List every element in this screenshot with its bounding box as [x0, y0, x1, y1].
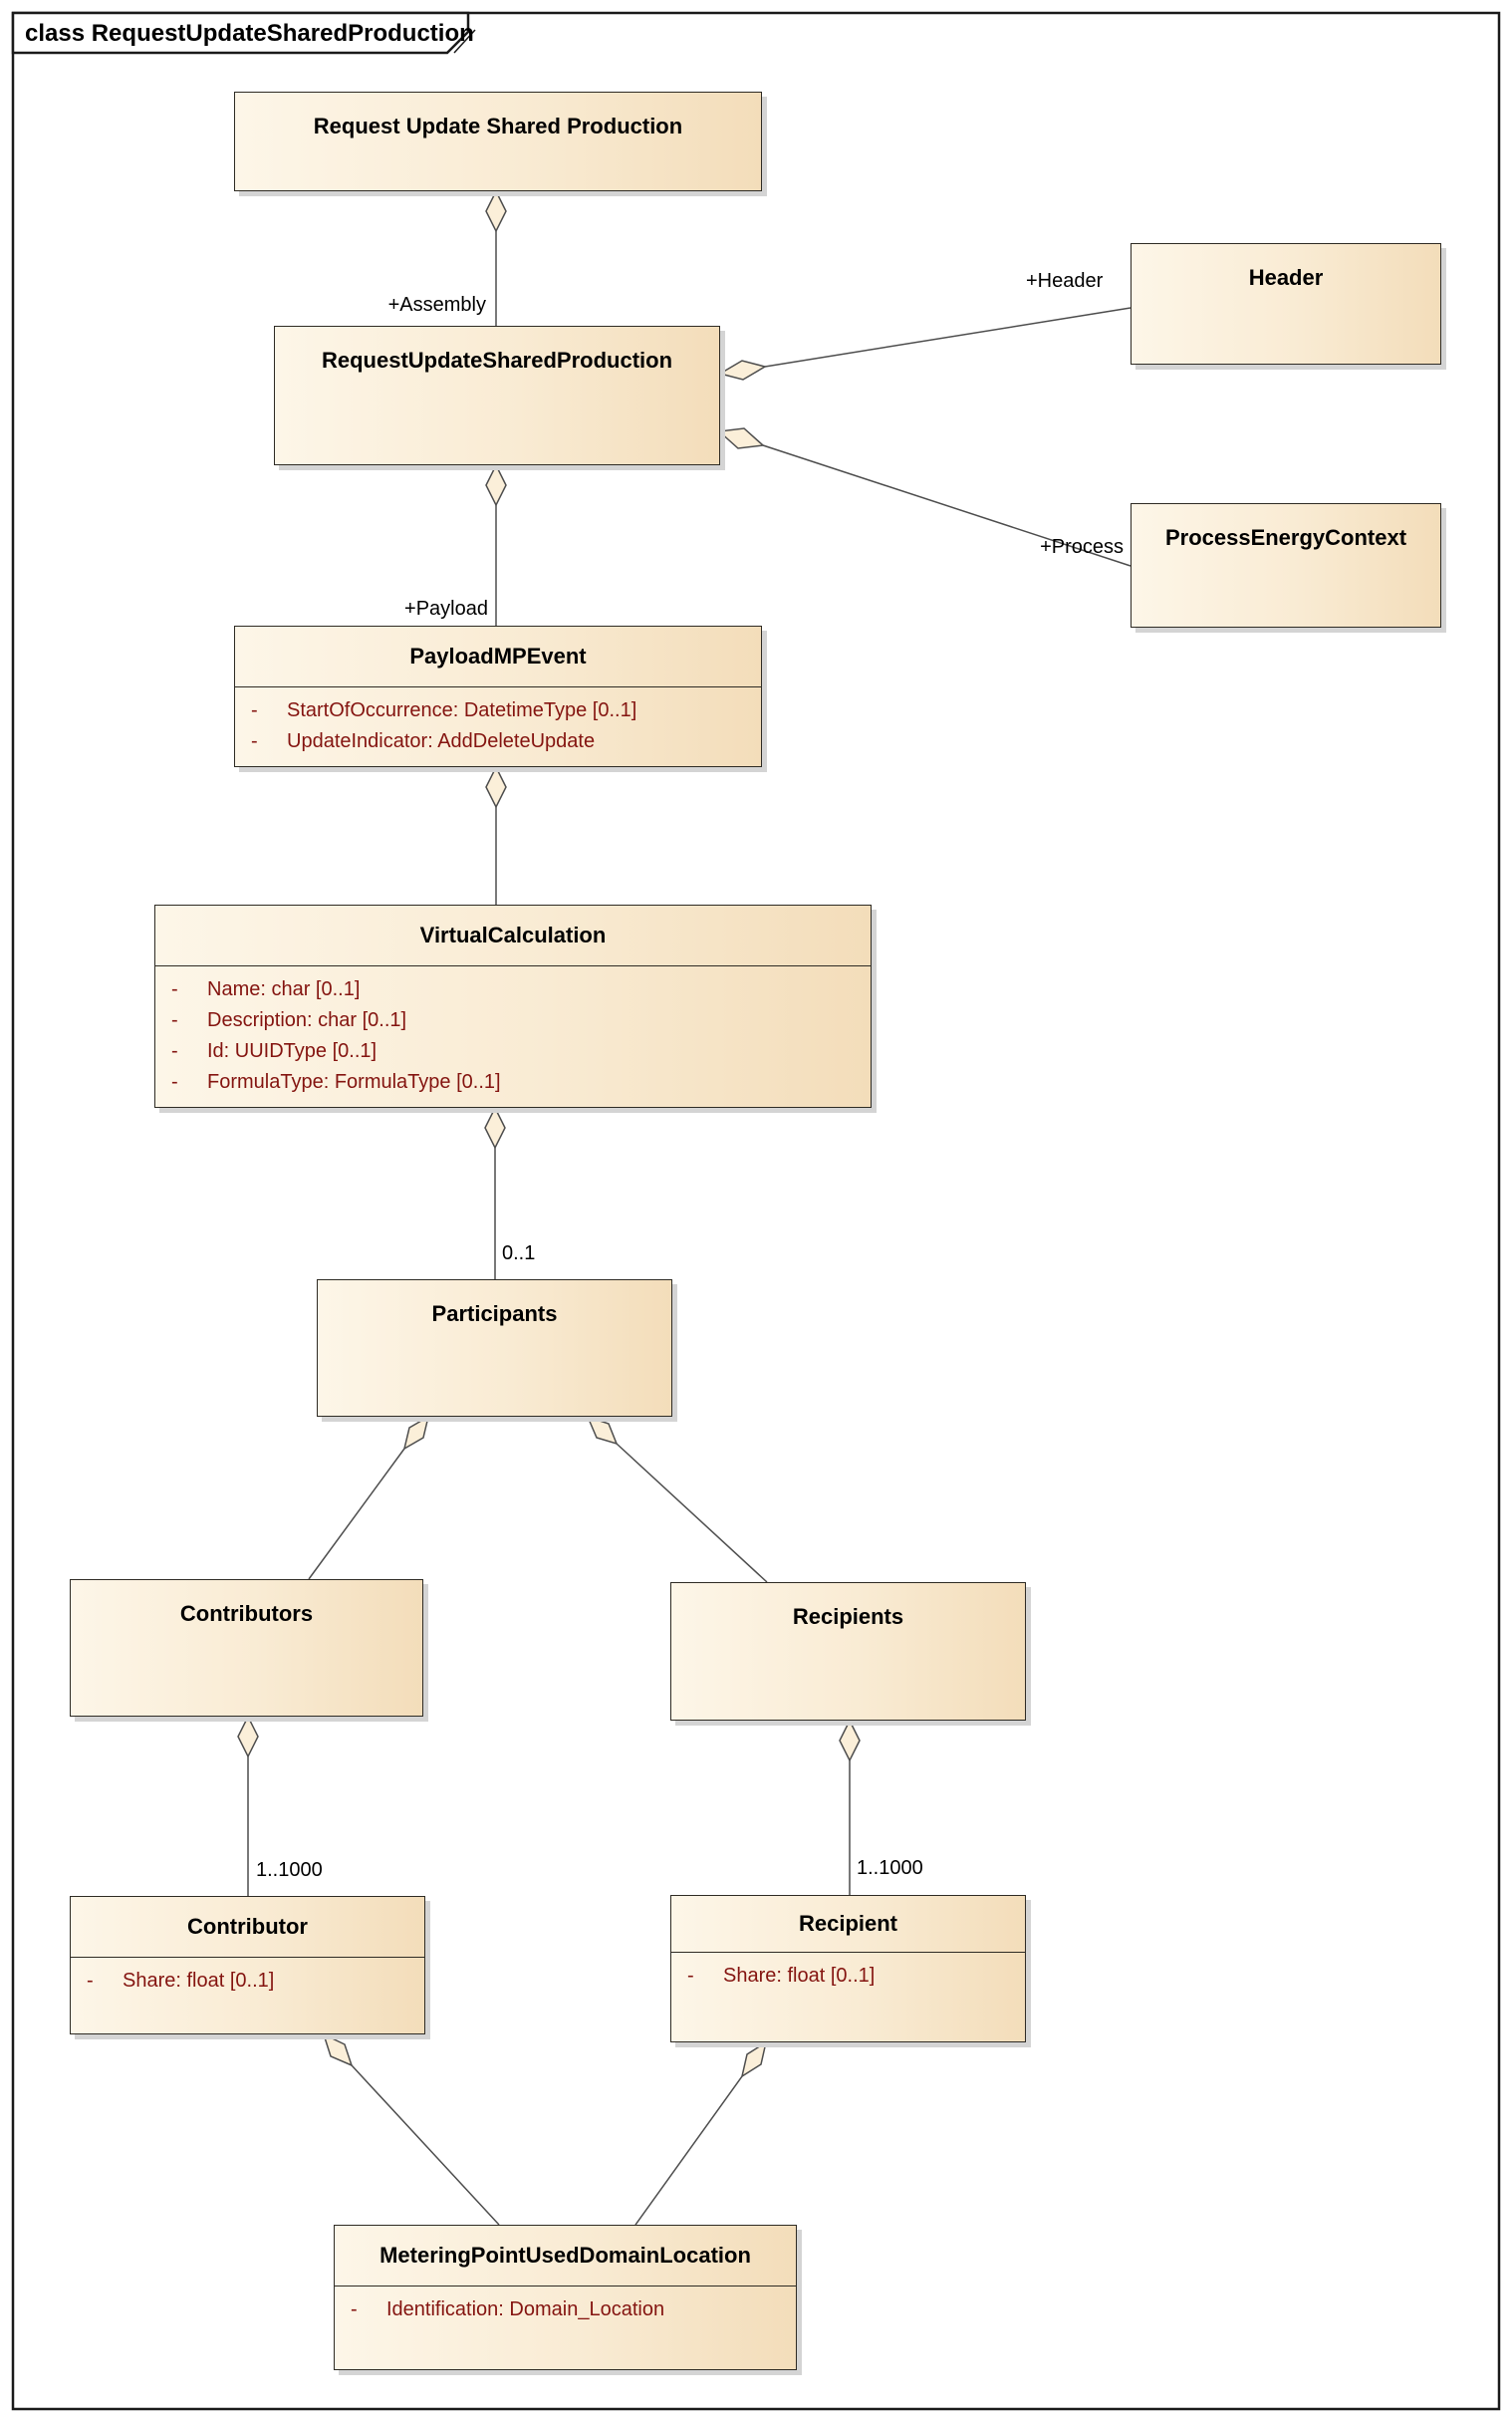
aggregation-diamond-contributor	[237, 1715, 259, 1758]
attribute-text: Share: float [0..1]	[723, 1965, 876, 1987]
class-name: PayloadMPEvent	[235, 627, 761, 687]
attribute-text: StartOfOccurrence: DatetimeType [0..1]	[287, 699, 637, 721]
attribute-visibility: -	[351, 2298, 358, 2320]
class-request-update-shared-production-doc[interactable]: Request Update Shared Production	[234, 92, 762, 191]
class-payload-mp-event[interactable]: PayloadMPEvent - StartOfOccurrence: Date…	[234, 626, 762, 767]
class-recipients[interactable]: Recipients	[670, 1582, 1026, 1721]
class-attribute: - UpdateIndicator: AddDeleteUpdate	[235, 726, 761, 757]
role-label-process: +Process	[1040, 536, 1124, 558]
class-attribute: - Description: char [0..1]	[155, 1005, 871, 1036]
class-header[interactable]: Header	[1131, 243, 1441, 365]
attribute-compartment: - StartOfOccurrence: DatetimeType [0..1]…	[235, 687, 761, 757]
aggregation-diamond-header	[718, 360, 767, 381]
class-name: Participants	[431, 1301, 558, 1326]
attribute-text: Name: char [0..1]	[207, 978, 361, 1000]
class-recipient[interactable]: Recipient - Share: float [0..1]	[670, 1895, 1026, 2042]
attribute-text: FormulaType: FormulaType [0..1]	[207, 1071, 501, 1093]
aggregation-diamond-virtual-calculation	[485, 765, 507, 809]
class-participants[interactable]: Participants	[317, 1279, 672, 1417]
attribute-text: Id: UUIDType [0..1]	[207, 1040, 378, 1062]
attribute-text: Identification: Domain_Location	[386, 2298, 665, 2320]
aggregation-diamond-recipient-metering-point	[740, 2040, 768, 2078]
class-attribute: - Identification: Domain_Location	[335, 2294, 796, 2325]
aggregation-diamond-participants	[484, 1106, 506, 1150]
class-name: ProcessEnergyContext	[1164, 525, 1407, 550]
class-attribute: - StartOfOccurrence: DatetimeType [0..1]	[235, 695, 761, 726]
attribute-compartment: - Share: float [0..1]	[71, 1958, 424, 1997]
class-name: MeteringPointUsedDomainLocation	[335, 2226, 796, 2286]
connector-process[interactable]	[762, 444, 1132, 567]
class-name: Contributors	[179, 1601, 314, 1626]
aggregation-diamond-contributor-metering-point	[322, 2032, 354, 2067]
class-request-update-shared-production[interactable]: RequestUpdateSharedProduction	[274, 326, 720, 465]
attribute-visibility: -	[87, 1970, 94, 1992]
attribute-text: Description: char [0..1]	[207, 1009, 407, 1031]
class-name: Recipient	[671, 1896, 1025, 1953]
attribute-visibility: -	[171, 1009, 178, 1031]
attribute-visibility: -	[171, 1071, 178, 1093]
attribute-compartment: - Share: float [0..1]	[671, 1953, 1025, 1992]
role-label-payload: +Payload	[404, 598, 488, 620]
attribute-visibility: -	[251, 699, 258, 721]
class-name: RequestUpdateSharedProduction	[321, 348, 673, 373]
attribute-visibility: -	[171, 978, 178, 1000]
multiplicity-label-recipient: 1..1000	[857, 1857, 923, 1879]
frame-title-tab	[11, 11, 470, 55]
class-metering-point-used-domain-location[interactable]: MeteringPointUsedDomainLocation - Identi…	[334, 2225, 797, 2370]
class-attribute: - FormulaType: FormulaType [0..1]	[155, 1067, 871, 1098]
multiplicity-label-contributor: 1..1000	[256, 1859, 323, 1881]
aggregation-diamond-payload	[485, 463, 507, 507]
class-attribute: - Share: float [0..1]	[671, 1961, 1025, 1992]
class-name: Recipients	[792, 1604, 904, 1629]
role-label-header: +Header	[1026, 270, 1104, 292]
role-label-assembly: +Assembly	[387, 294, 486, 316]
connector-header[interactable]	[764, 307, 1132, 368]
aggregation-diamond-assembly	[485, 189, 507, 233]
class-name: Request Update Shared Production	[313, 114, 683, 138]
attribute-visibility: -	[171, 1040, 178, 1062]
connector-contributor-metering-point[interactable]	[351, 2064, 500, 2226]
diagram-frame-border	[11, 11, 1501, 2411]
class-contributor[interactable]: Contributor - Share: float [0..1]	[70, 1896, 425, 2034]
class-name: Contributor	[71, 1897, 424, 1958]
class-name: VirtualCalculation	[155, 906, 871, 966]
aggregation-diamond-process	[717, 427, 765, 449]
connector-recipients[interactable]	[616, 1443, 768, 1583]
attribute-visibility: -	[687, 1965, 694, 1987]
aggregation-diamond-contributors	[402, 1415, 430, 1451]
multiplicity-label-participants: 0..1	[502, 1242, 536, 1264]
attribute-visibility: -	[251, 730, 258, 752]
class-attribute: - Id: UUIDType [0..1]	[155, 1036, 871, 1067]
class-virtual-calculation[interactable]: VirtualCalculation - Name: char [0..1] -…	[154, 905, 872, 1108]
class-attribute: - Share: float [0..1]	[71, 1966, 424, 1997]
class-contributors[interactable]: Contributors	[70, 1579, 423, 1717]
attribute-compartment: - Identification: Domain_Location	[335, 2286, 796, 2325]
frame-title: class RequestUpdateSharedProduction	[25, 20, 474, 47]
attribute-text: Share: float [0..1]	[123, 1970, 275, 1992]
aggregation-diamond-recipients	[586, 1415, 619, 1446]
connector-recipient-metering-point[interactable]	[634, 2075, 743, 2226]
aggregation-diamond-recipient	[839, 1719, 861, 1762]
attribute-compartment: - Name: char [0..1] - Description: char …	[155, 966, 871, 1098]
attribute-text: UpdateIndicator: AddDeleteUpdate	[287, 730, 596, 752]
connector-contributors[interactable]	[308, 1448, 405, 1580]
class-name: Header	[1248, 265, 1324, 290]
frame-tab-notch-line	[453, 29, 476, 54]
class-attribute: - Name: char [0..1]	[155, 974, 871, 1005]
class-process-energy-context[interactable]: ProcessEnergyContext	[1131, 503, 1441, 628]
